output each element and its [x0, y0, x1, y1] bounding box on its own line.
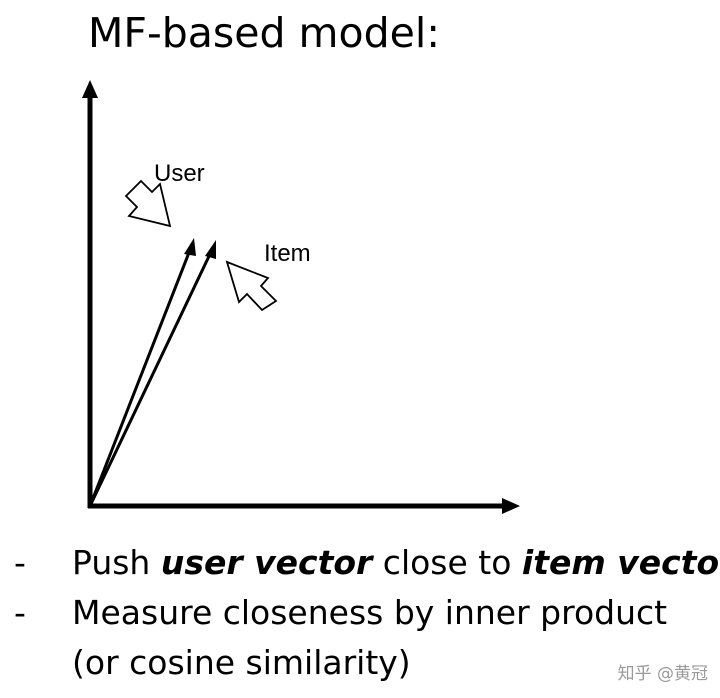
bullet-continuation: (or cosine similarity): [0, 638, 720, 688]
text-push: Push: [72, 543, 161, 582]
y-axis-arrowhead: [82, 80, 98, 98]
bullet-dash: -: [14, 593, 26, 632]
bullet-item: - Push user vector close to item vector: [0, 538, 720, 588]
emphasis-user-vector: user vector: [160, 543, 373, 582]
bullet-text: Measure closeness by inner product: [72, 593, 668, 632]
item-vector: [88, 251, 213, 507]
user-vector-arrowhead: [184, 238, 196, 256]
item-label: Item: [264, 240, 311, 267]
text-close-to: close to: [372, 543, 522, 582]
user-label: User: [154, 160, 205, 187]
x-axis-arrowhead: [502, 498, 520, 514]
user-vector: [88, 249, 192, 507]
bullet-dash: -: [14, 543, 26, 582]
watermark: 知乎 @黄冠: [617, 664, 708, 684]
user-pointer-icon: [124, 179, 172, 228]
bullet-list: - Push user vector close to item vector …: [0, 538, 720, 688]
bullet-item: - Measure closeness by inner product: [0, 588, 720, 638]
bullet-text-continuation: (or cosine similarity): [72, 643, 411, 682]
bullet-text: Push user vector close to item vector: [72, 538, 720, 588]
item-vector-arrowhead: [205, 240, 216, 259]
item-pointer-icon: [225, 260, 278, 312]
emphasis-item-vector: item vector: [521, 543, 720, 582]
page-title: MF-based model:: [88, 9, 441, 57]
